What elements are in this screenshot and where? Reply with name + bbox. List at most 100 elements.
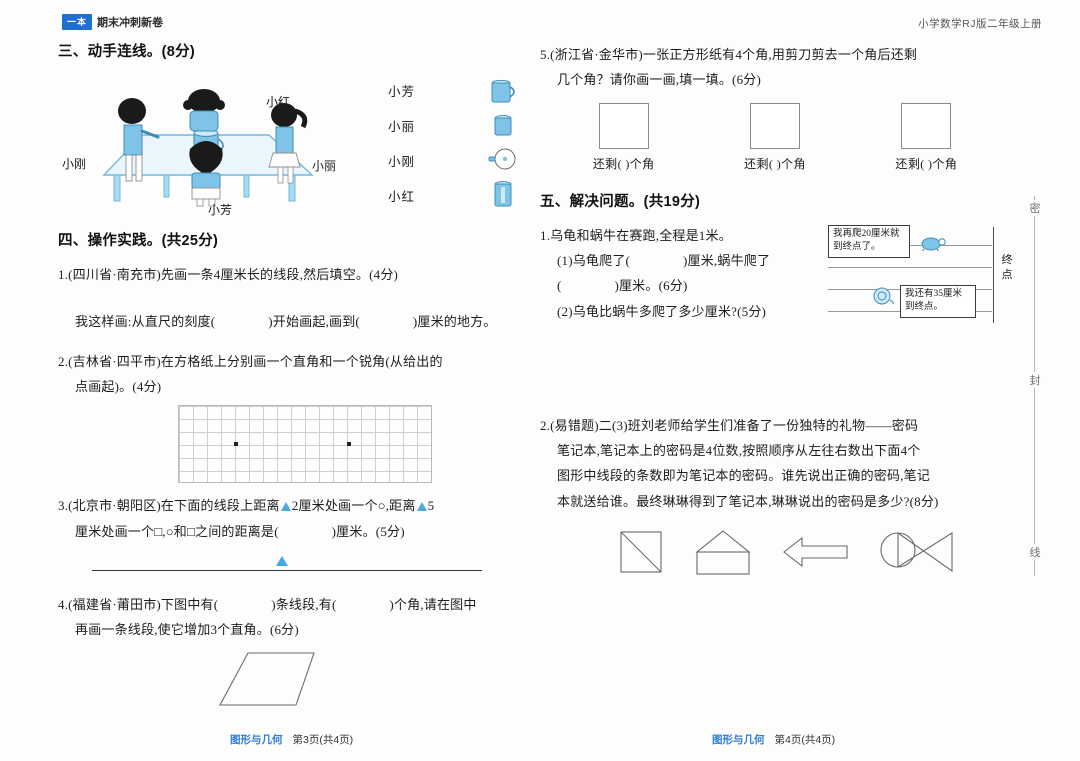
cup-tall-front-icon[interactable] [488,179,518,209]
q4-4-line2: 再画一条线段,使它增加3个直角。(6分) [75,622,299,638]
square-answer-item-3[interactable]: 还剩( )个角 [895,102,958,172]
match-name-1[interactable]: 小丽 [388,120,416,134]
q5-1-line2-a: (1)乌龟爬了( [557,253,631,269]
footer-left: 图形与几何 第3页(共4页) [230,732,353,747]
subject-header: 小学数学RJ版二年级上册 [918,18,1042,30]
seal-char-1: 密 [1026,200,1044,216]
scene-label-top: 小红 [266,95,291,109]
match-name-2[interactable]: 小刚 [388,155,416,169]
section-4-title: 四、操作实践。(共25分) [58,233,219,249]
q5-2-line4: 本就送给谁。最终琳琳得到了笔记本,琳琳说出的密码是多少?(8分) [557,493,939,509]
q5-1-line3-a: ( [557,278,562,294]
left-arrow-icon[interactable] [782,532,850,572]
question-4-2: 2.(吉林省·四平市)在方格纸上分别画一个直角和一个锐角(从给出的 点画起)。(… [58,349,528,400]
seal-char-3: 线 [1026,544,1044,560]
q4-1-line1: 1.(四川省·南充市)先画一条4厘米长的线段,然后填空。(4分) [58,267,399,282]
race-track-line-2 [828,266,992,268]
question-4-3: 3.(北京市·朝阳区)在下面的线段上距离 2厘米处画一个○,距离 5 厘米处画一个□… [58,493,528,544]
race-illustration: 终点 我再爬20厘米就到终点了。 我还有35厘米到终点。 [828,224,1014,323]
q4-1-line2-a: 我这样画:从直尺的刻度( [75,314,216,330]
seal-line: 密 封 线 [1026,196,1044,576]
square-caption-3: 还剩( )个角 [895,156,958,171]
q4-3-line2-a: 厘米处画一个□,○和□之间的距离是( [75,523,279,539]
footer-left-category: 图形与几何 [230,734,283,746]
square-drawing-box-2[interactable] [749,102,800,149]
match-name-3[interactable]: 小红 [388,190,416,204]
mug-handle-right-icon[interactable] [488,77,518,105]
password-shapes-row [618,528,1010,576]
q5-2-line1: 2.(易错题)二(3)班刘老师给学生们准备了一份独特的礼物——密码 [540,417,919,433]
q4-1-line2-b: )开始画起,画到( [268,314,360,330]
scene-label-bottom: 小芳 [208,203,233,217]
q4-4-line1-b: )条线段,有( [271,597,337,613]
q4-3-line1-b: 2厘米处画一个○,距离 [291,498,416,514]
q4-3-line1-a: 3.(北京市·朝阳区)在下面的线段上距离 [58,498,280,514]
scene-label-right: 小丽 [312,159,337,173]
turtle-icon [921,237,946,251]
section-5-title: 五、解决问题。(共19分) [540,193,701,210]
footer-right-category: 图形与几何 [712,734,765,746]
snail-speech-bubble: 我还有35厘米到终点。 [900,284,976,319]
square-answer-row: 还剩( )个角 还剩( )个角 还剩( )个角 [548,102,1002,172]
scene-label-left: 小刚 [62,157,87,171]
q4-3-line2-b: )厘米。(5分) [331,523,405,539]
q4-4-line1-a: 4.(福建省·莆田市)下图中有( [58,597,219,613]
q5-1-line3-b: )厘米。(6分) [614,278,688,294]
house-pentagon-icon[interactable] [692,528,754,576]
footer-left-page: 第3页(共4页) [292,734,354,746]
section-3-title: 三、动手连线。(8分) [58,44,196,60]
finish-line-label: 终点 [1001,253,1013,281]
cup-front-icon[interactable] [488,113,518,139]
square-answer-item-2[interactable]: 还剩( )个角 [744,102,806,172]
question-5: 5.(浙江省·金华市)一张正方形纸有4个角,用剪刀剪去一个角后还剩 几个角？请你… [540,42,1010,93]
connect-lines-exercise: 小红 小刚 小丽 小芳 小芳 小丽 小刚 小红 [58,73,528,217]
cup-top-view-icon[interactable] [486,147,520,171]
square-caption-1: 还剩( )个角 [592,156,655,171]
square-with-diagonal-icon[interactable] [618,529,664,575]
q5-1-line2-b: )厘米,蜗牛爬了 [683,253,771,269]
children-table-illustration: 小红 小刚 小丽 小芳 [62,75,384,217]
q5-2-line2: 笔记本,笔记本上的密码是4位数,按照顺序从左往右数出下面4个 [557,443,921,459]
question-5-1: 1.乌龟和蜗牛在赛跑,全程是1米。 (1)乌龟爬了( )厘米,蜗牛爬了 ( )厘… [540,223,825,324]
square-drawing-box-1[interactable] [598,102,649,149]
q5-line1: 5.(浙江省·金华市)一张正方形纸有4个角,用剪刀剪去一个角后还剩 [540,47,918,62]
circle-bowtie-icon[interactable] [878,528,956,576]
left-column: 三、动手连线。(8分) [58,40,528,723]
number-line-triangle-icon [276,556,288,567]
square-caption-2: 还剩( )个角 [744,156,806,171]
number-line-rule [92,570,482,572]
square-answer-item-1[interactable]: 还剩( )个角 [592,102,655,172]
question-5-2: 2.(易错题)二(3)班刘老师给学生们准备了一份独特的礼物——密码 笔记本,笔记… [540,413,1010,514]
triangle-marker-icon-2 [416,502,427,512]
question-4-1-fill: 我这样画:从直尺的刻度( )开始画起,画到( )厘米的地方。 [58,309,528,334]
q4-2-line1: 2.(吉林省·四平市)在方格纸上分别画一个直角和一个锐角(从给出的 [58,353,443,369]
race-track-line-1 [828,244,992,246]
q5-1-line4: (2)乌龟比蜗牛多爬了多少厘米?(5分) [557,303,767,319]
quadrilateral-figure[interactable] [58,643,528,723]
number-line-diagram[interactable] [58,548,528,584]
footer-right-page: 第4页(共4页) [774,734,836,746]
match-name-list: 小芳 小丽 小刚 小红 [388,81,415,205]
right-column: 5.(浙江省·金华市)一张正方形纸有4个角,用剪刀剪去一个角后还剩 几个角？请你… [540,40,1013,576]
q4-1-line2-c: )厘米的地方。 [412,314,497,330]
seal-char-2: 封 [1026,372,1044,388]
q4-2-line2: 点画起)。(4分) [75,379,162,395]
q5-line2: 几个角？请你画一画,填一填。(6分) [557,72,762,88]
question-4-1: 1.(四川省·南充市)先画一条4厘米长的线段,然后填空。(4分) [58,262,528,287]
triangle-marker-icon-1 [280,502,291,512]
question-4-4: 4.(福建省·莆田市)下图中有( )条线段,有( )个角,请在图中 再画一条线段… [58,592,528,643]
grid-point-left [234,442,238,447]
square-drawing-box-3[interactable] [901,102,952,149]
snail-icon [873,287,894,305]
grid-paper[interactable] [178,405,432,484]
footer-right: 图形与几何 第4页(共4页) [712,732,835,747]
brand-name: 期末冲刺新卷 [97,17,164,29]
finish-line [993,226,994,323]
q5-2-line3: 图形中线段的条数即为笔记本的密码。谁先说出正确的密码,笔记 [557,468,931,484]
grid-point-right [347,442,351,447]
brand-header: 一本 期末冲刺新卷 [62,14,163,30]
brand-badge: 一本 [62,14,93,30]
q4-3-line1-c: 5 [427,498,435,514]
match-name-0[interactable]: 小芳 [388,85,416,99]
